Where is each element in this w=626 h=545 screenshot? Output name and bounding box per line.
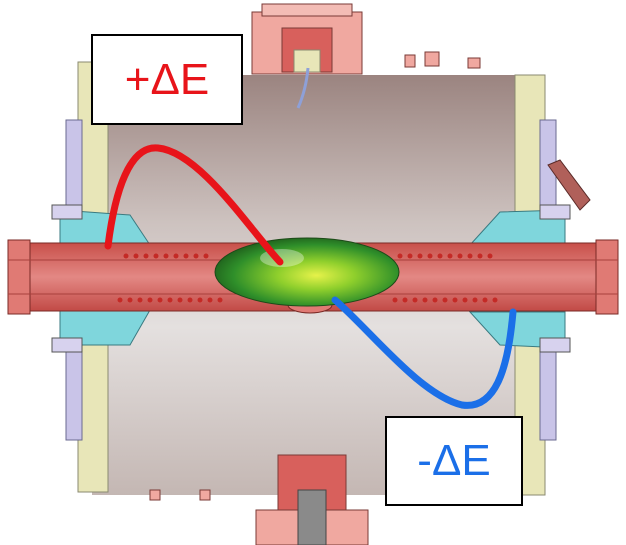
minus-delta-e-label: -ΔE bbox=[417, 436, 491, 485]
minus-delta-e-label-box: -ΔE bbox=[385, 416, 523, 506]
minus-delta-e-curve bbox=[331, 296, 517, 409]
top-port bbox=[251, 3, 363, 109]
bottom-port bbox=[255, 454, 369, 545]
plus-delta-e-label: +ΔE bbox=[124, 54, 210, 104]
plus-delta-e-label-box: +ΔE bbox=[91, 34, 243, 125]
particle-bunch-icon bbox=[214, 237, 400, 314]
plus-delta-e-curve bbox=[104, 144, 284, 266]
